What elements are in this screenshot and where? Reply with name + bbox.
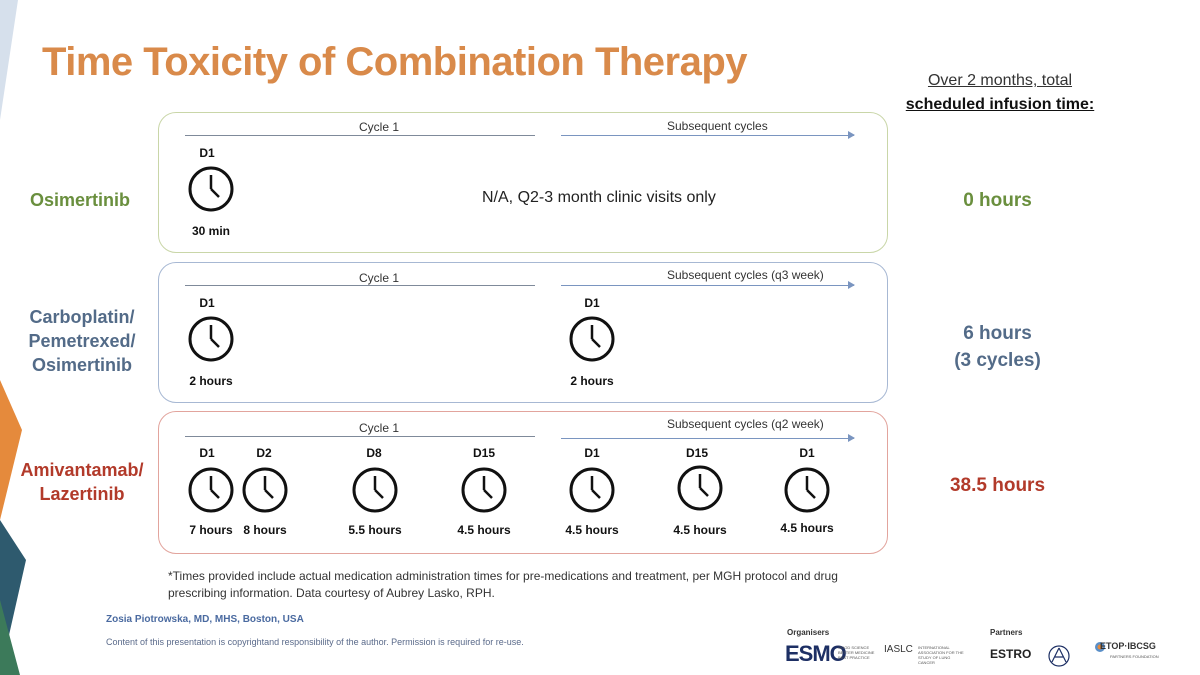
partners-label: Partners [990,628,1023,637]
clock-icon [188,316,234,362]
row-label-amivantamab-lazertinib: Amivantamab/ Lazertinib [2,458,162,506]
timeline-panel-amivantamab-lazertinib: Cycle 1 Subsequent cycles (q2 week) D1 7… [158,411,888,554]
row-label-line: Carboplatin/ [29,307,135,327]
clock-icon [569,467,615,513]
clock-icon [242,467,288,513]
slide-title: Time Toxicity of Combination Therapy [42,40,748,84]
left-decoration [0,0,26,675]
esmo-logo: ESMO [785,641,847,666]
day-label: D15 [685,446,708,460]
row-label-line: Osimertinib [31,355,133,375]
total-header-line1: Over 2 months, total [927,72,1073,89]
total-amivantamab-lazertinib: 38.5 hours [949,475,1046,496]
clock-icon [784,467,830,513]
cycle1-line [185,436,535,437]
duration-label: 4.5 hours [673,523,727,537]
duration-label: 8 hours [243,523,287,537]
iaslc-tagline: INTERNATIONAL ASSOCIATION FOR THE STUDY … [918,645,964,665]
duration-label: 5.5 hours [348,523,402,537]
timeline-panel-carbo-pem-osi: Cycle 1 Subsequent cycles (q3 week) D1 2… [158,262,888,403]
subsequent-arrow [561,434,855,442]
total-line: 6 hours [963,323,1032,344]
duration-label: 4.5 hours [457,523,511,537]
copyright-notice: Content of this presentation is copyrigh… [106,637,524,647]
duration-label: 2 hours [189,374,233,388]
total-line: (3 cycles) [954,350,1041,371]
day-label: D8 [366,446,382,460]
total-header-line2: scheduled infusion time: [905,96,1095,113]
subsequent-label: Subsequent cycles [667,119,768,133]
etop-ibcsg-logo: ETOP·IBCSG [1100,641,1156,651]
clock-icon [188,467,234,513]
cycle1-line [185,285,535,286]
day-label: D1 [199,146,215,160]
organisers-label: Organisers [787,628,830,637]
row-label-line: Lazertinib [39,484,125,504]
row-label-carbo-pem-osi: Carboplatin/ Pemetrexed/ Osimertinib [2,305,162,377]
duration-label: 4.5 hours [780,521,834,535]
esmo-tagline: GOOD SCIENCE BETTER MEDICINE BEST PRACTI… [838,645,875,660]
total-carbo-pem-osi: 6 hours (3 cycles) [910,320,1085,374]
cycle1-label: Cycle 1 [359,271,400,285]
cycle1-line [185,135,535,136]
subsequent-arrow [561,131,855,139]
etop-logo-icon [1095,642,1105,652]
cycle1-label: Cycle 1 [359,421,400,435]
day-label: D15 [472,446,495,460]
duration-label: 4.5 hours [565,523,619,537]
subsequent-arrow [561,281,855,289]
day-label: D1 [199,296,215,310]
row-label-line: Pemetrexed/ [28,331,136,351]
clock-icon [677,465,723,511]
clock-icon [461,467,507,513]
clock-icon [352,467,398,513]
author-credit: Zosia Piotrowska, MD, MHS, Boston, USA [106,614,304,625]
total-osimertinib: 0 hours [963,190,1032,211]
day-label: D1 [584,296,600,310]
subsequent-label: Subsequent cycles (q3 week) [667,268,824,282]
day-label: D2 [256,446,272,460]
estro-logo: ESTRO [990,647,1032,661]
timeline-panel-osimertinib: Cycle 1 Subsequent cycles D1 30 min [158,112,888,253]
clock-icon [188,166,234,212]
cycle1-label: Cycle 1 [359,120,400,134]
duration-label: 7 hours [189,523,233,537]
footnote: *Times provided include actual medicatio… [168,569,838,600]
subsequent-label: Subsequent cycles (q2 week) [667,417,824,431]
iaslc-logo: IASLC [884,644,913,655]
day-label: D1 [199,446,215,460]
row-label-line: Amivantamab/ [20,460,144,480]
day-label: D1 [799,446,815,460]
day-label: D1 [584,446,600,460]
triangle-logo-icon [1048,645,1070,667]
etop-tagline: PARTNERS FOUNDATION [1110,654,1159,659]
clock-icon [569,316,615,362]
duration-label: 30 min [191,224,230,238]
row-label-osimertinib: Osimertinib [29,190,131,210]
duration-label: 2 hours [570,374,614,388]
osimertinib-note: N/A, Q2-3 month clinic visits only [482,189,716,206]
